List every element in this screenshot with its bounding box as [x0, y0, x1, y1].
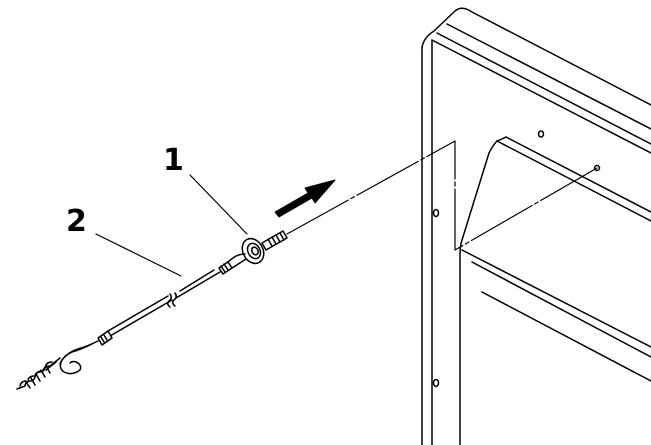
insertion-guide-line [286, 140, 598, 251]
arrow-direction-icon [274, 179, 336, 218]
monitor-back-panel [421, 7, 651, 445]
mounting-holes [432, 130, 601, 388]
callout-label-part-1: 1 [163, 143, 184, 178]
part-1-screw-eye [241, 230, 288, 265]
callout-label-part-2: 2 [66, 204, 87, 239]
leader-lines [95, 174, 248, 277]
part-2-wire-assembly [16, 253, 247, 390]
